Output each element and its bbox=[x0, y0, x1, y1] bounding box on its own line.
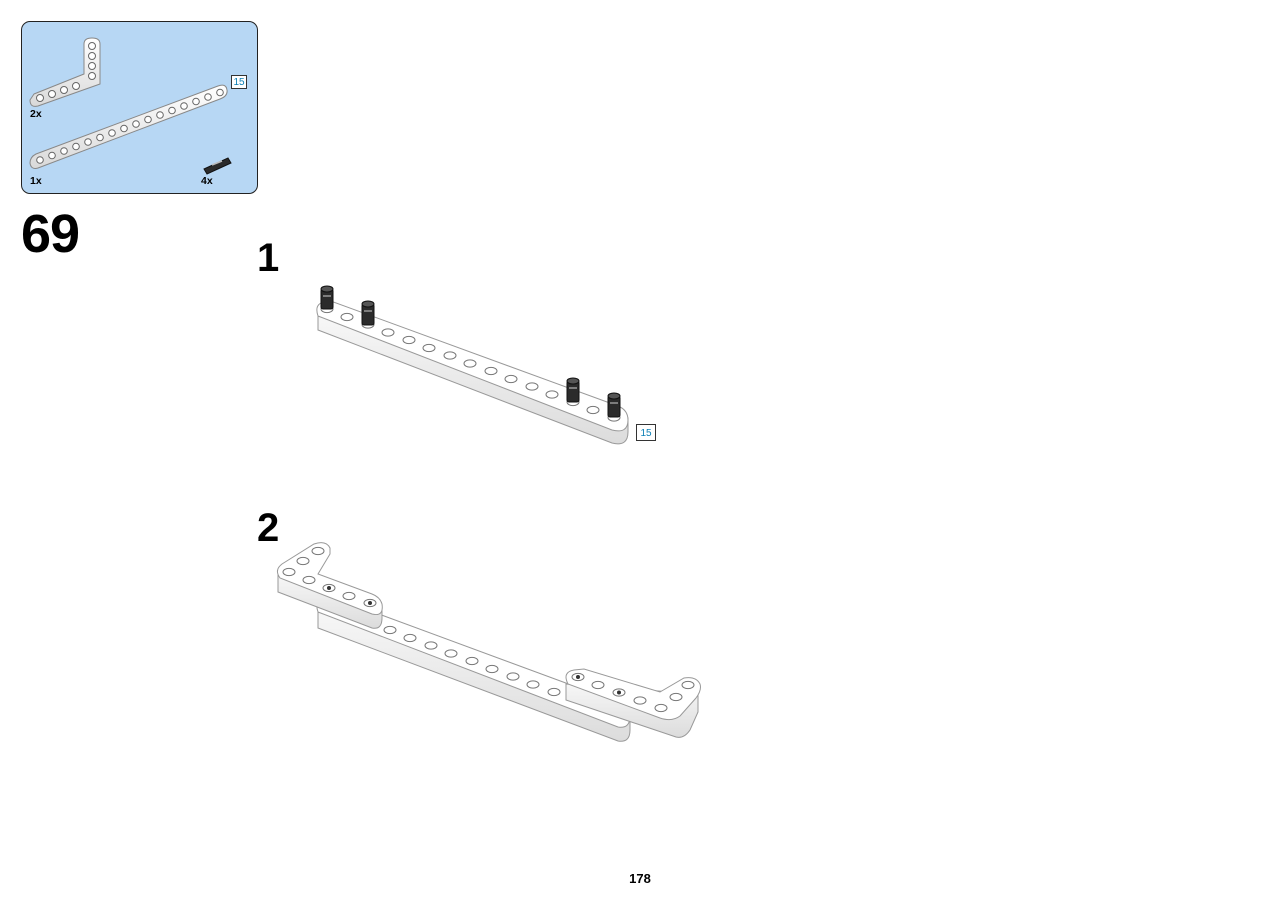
peg-quantity: 4x bbox=[201, 175, 213, 187]
straight-beam-part bbox=[29, 84, 228, 169]
substep-1-number: 1 bbox=[257, 236, 280, 280]
step-number: 69 bbox=[21, 204, 80, 264]
page-number: 178 bbox=[629, 871, 651, 886]
parts-list-panel: 2x 1x 4x 15 bbox=[21, 21, 258, 194]
peg-4 bbox=[607, 392, 621, 418]
substep-1-beam bbox=[316, 285, 629, 445]
l-beam-quantity: 2x bbox=[30, 108, 42, 120]
peg-3 bbox=[566, 377, 580, 403]
peg-2 bbox=[361, 300, 375, 326]
left-l-beam bbox=[276, 542, 383, 629]
parts-illustration bbox=[29, 37, 232, 175]
l-beam-part bbox=[29, 37, 101, 107]
substep-2-number: 2 bbox=[257, 506, 280, 550]
straight-beam-quantity: 1x bbox=[30, 175, 42, 187]
right-l-beam bbox=[565, 668, 701, 738]
peg-part bbox=[203, 157, 232, 175]
substep-1-length-badge: 15 bbox=[636, 424, 656, 441]
peg-1 bbox=[320, 285, 334, 310]
beam-length-badge: 15 bbox=[231, 75, 247, 89]
substep-2-assembly bbox=[276, 542, 701, 742]
